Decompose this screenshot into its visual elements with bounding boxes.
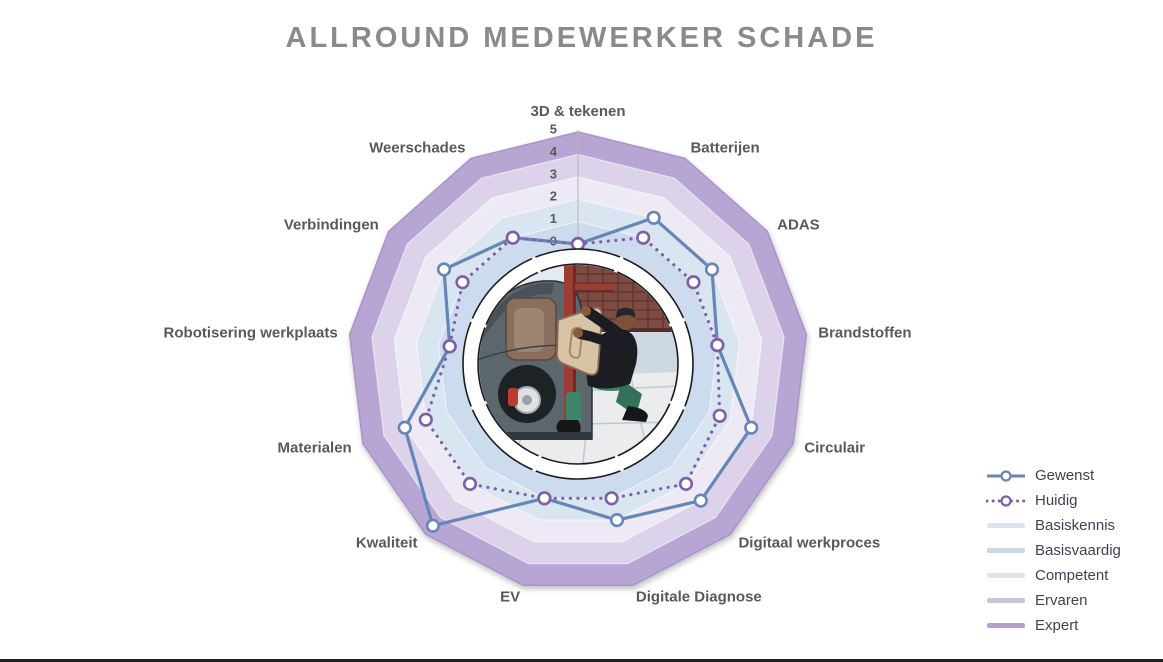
legend-item-gewenst: Gewenst	[986, 463, 1121, 488]
category-label-digitaal-werkproces: Digitaal werkproces	[738, 534, 881, 552]
legend-label: Basiskennis	[1035, 517, 1116, 534]
category-label-digitale-diagnose: Digitale Diagnose	[635, 588, 762, 606]
legend-item-expert: Expert	[986, 613, 1121, 638]
legend-swatch-expert	[986, 623, 1026, 628]
category-label-3d-tekenen: 3D & tekenen	[530, 103, 626, 120]
radar-gridline-3	[393, 176, 763, 543]
center-ring-outer-outline	[462, 248, 694, 480]
legend-swatch-basisvaardig	[986, 548, 1026, 553]
legend-label: Gewenst	[1035, 467, 1095, 484]
legend-item-ervaren: Ervaren	[986, 588, 1121, 613]
gewenst-marker-adas	[704, 262, 720, 277]
huidig-marker-brandstoffen	[710, 338, 725, 353]
huidig-marker-weerschades	[505, 230, 520, 245]
gewenst-marker-circulair	[744, 420, 759, 435]
legend-item-competent: Competent	[986, 563, 1121, 588]
category-label-kwaliteit: Kwaliteit	[355, 534, 418, 552]
gewenst-marker-verbindingen	[436, 262, 452, 277]
gewenst-marker-batterijen	[646, 210, 661, 225]
legend-swatch-ervaren	[986, 598, 1026, 603]
huidig-marker-adas	[686, 275, 701, 290]
huidig-marker-batterijen	[636, 230, 651, 245]
radar-gridline-4	[371, 153, 785, 565]
legend-item-basiskennis: Basiskennis	[986, 513, 1121, 538]
gewenst-marker-digitaal-werkproces	[693, 493, 708, 508]
category-label-materialen: Materialen	[277, 439, 352, 457]
category-label-robotisering-werkplaats: Robotisering werkplaats	[163, 324, 338, 342]
legend-swatch-competent	[986, 573, 1026, 578]
category-label-brandstoffen: Brandstoffen	[818, 324, 912, 342]
legend-label: Expert	[1035, 617, 1079, 634]
category-label-batterijen: Batterijen	[690, 139, 760, 157]
huidig-marker-digitaal-werkproces	[678, 476, 694, 492]
value-axis-tick-2: 2	[550, 189, 557, 204]
radar-gridline-2	[415, 198, 741, 521]
gewenst-series-line	[403, 216, 753, 528]
category-label-verbindingen: Verbindingen	[283, 216, 379, 234]
legend-label: Huidig	[1035, 492, 1078, 509]
gewenst-marker-digitale-diagnose	[609, 512, 625, 528]
gewenst-marker-materialen	[397, 420, 412, 435]
legend-label: Competent	[1035, 567, 1109, 584]
legend-swatch-gewenst	[986, 469, 1026, 483]
huidig-marker-digitale-diagnose	[604, 491, 619, 506]
huidig-marker-verbindingen	[455, 275, 470, 290]
value-axis-tick-1: 1	[550, 211, 557, 226]
huidig-marker-circulair	[712, 408, 727, 423]
huidig-marker-3d-tekenen	[570, 236, 586, 252]
category-label-weerschades: Weerschades	[369, 139, 466, 157]
legend-label: Ervaren	[1035, 592, 1088, 609]
huidig-series-line	[424, 236, 722, 500]
legend-label: Basisvaardig	[1035, 542, 1121, 559]
value-axis-tick-3: 3	[550, 166, 557, 181]
legend-item-basisvaardig: Basisvaardig	[986, 538, 1121, 563]
category-label-ev: EV	[500, 588, 521, 606]
legend-swatch-basiskennis	[986, 523, 1026, 528]
legend-swatch-huidig	[986, 494, 1026, 508]
center-ring	[462, 248, 694, 480]
value-axis-tick-4: 4	[550, 144, 558, 159]
door-panel	[555, 306, 603, 376]
radar-series	[397, 210, 759, 533]
illustration-mechanic	[555, 306, 648, 432]
huidig-marker-robotisering-werkplaats	[442, 339, 457, 354]
huidig-marker-materialen	[418, 412, 433, 427]
chart-title: ALLROUND MEDEWERKER SCHADE	[285, 22, 878, 54]
brake-caliper	[508, 388, 518, 406]
huidig-marker-ev	[537, 491, 552, 506]
huidig-marker-kwaliteit	[462, 476, 478, 492]
center-illustration	[462, 248, 694, 480]
category-label-adas: ADAS	[777, 216, 820, 234]
legend-item-huidig: Huidig	[986, 488, 1121, 513]
gewenst-marker-kwaliteit	[425, 518, 441, 533]
value-axis-tick-5: 5	[550, 122, 557, 137]
center-ring-inner-outline	[477, 263, 679, 465]
category-label-circulair: Circulair	[804, 439, 866, 457]
